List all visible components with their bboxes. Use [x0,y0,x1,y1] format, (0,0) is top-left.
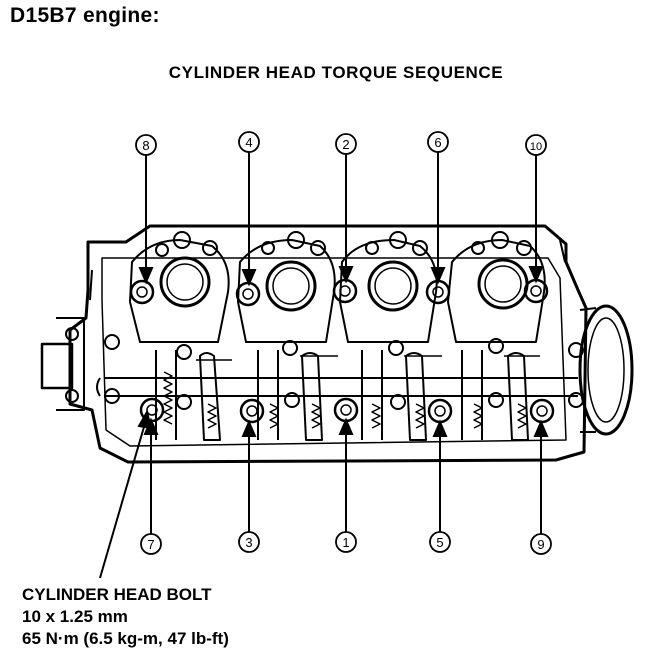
callout-7 [140,533,162,555]
cam-gear-housing [578,304,634,436]
sequence-label-9: 9 [537,537,544,552]
valve-springs [163,371,527,429]
callout-9 [530,533,552,555]
head-bolts [129,278,555,424]
sequence-label-10: 10 [530,141,542,153]
callout-2 [335,133,357,155]
callout-6 [427,131,449,153]
callout-5 [429,531,451,553]
sequence-leaders [99,152,549,579]
diagram-title: CYLINDER HEAD TORQUE SEQUENCE [168,63,504,82]
sequence-label-1: 1 [342,535,349,550]
engine-label: D15B7 engine: [10,4,160,27]
sequence-label-8: 8 [142,138,149,153]
left-housing [40,317,85,411]
sequence-label-6: 6 [434,135,441,150]
sequence-label-4: 4 [245,135,252,150]
sequence-label-7: 7 [147,537,154,552]
bolt-torque: 65 N·m (6.5 kg-m, 47 lb-ft) [22,629,229,648]
sequence-label-2: 2 [342,137,349,152]
sequence-label-5: 5 [436,535,443,550]
rocker-arms-bottom [155,350,540,441]
bolt-size: 10 x 1.25 mm [22,607,128,626]
callout-4 [238,131,260,153]
rocker-arms-top [129,239,546,343]
callout-10 [525,134,547,156]
callout-1 [335,531,357,553]
bolt-spec: CYLINDER HEAD BOLT 10 x 1.25 mm 65 N·m (… [22,584,229,650]
sequence-label-3: 3 [245,535,252,550]
callout-8 [135,134,157,156]
callout-3 [238,531,260,553]
bolt-name: CYLINDER HEAD BOLT [22,585,212,604]
